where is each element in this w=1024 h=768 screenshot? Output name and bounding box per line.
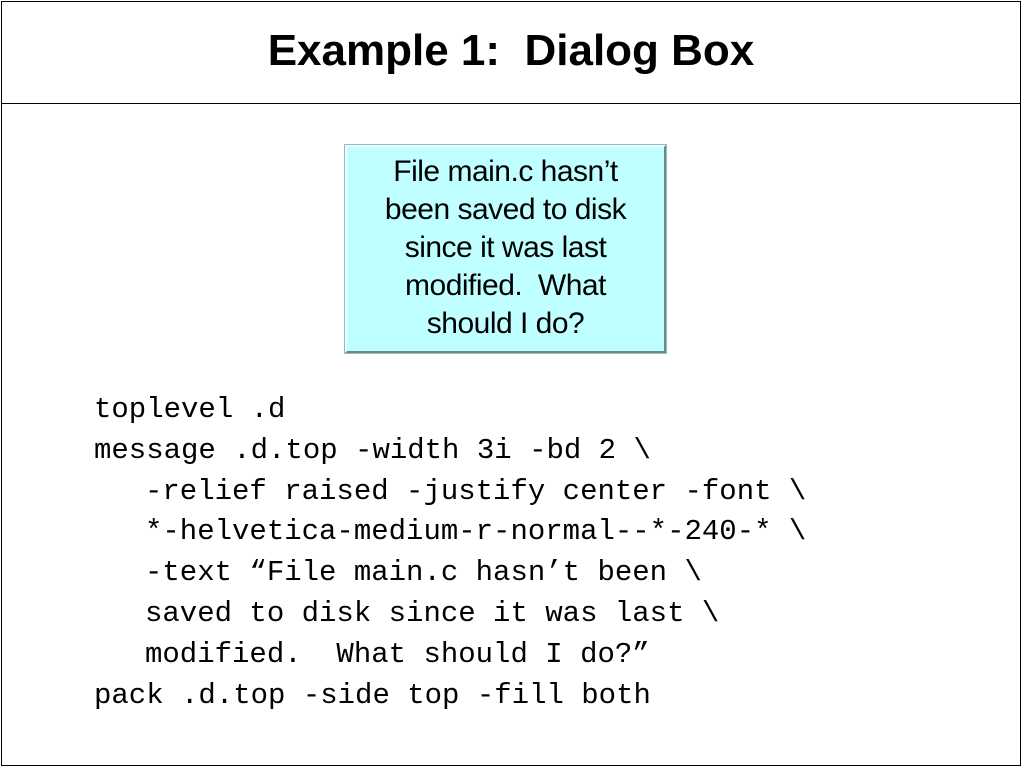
code-line: pack .d.top -side top -fill both [94, 678, 651, 712]
code-line: message .d.top -width 3i -bd 2 \ [94, 433, 651, 467]
slide-title: Example 1: Dialog Box [267, 25, 755, 75]
code-listing: toplevel .d message .d.top -width 3i -bd… [94, 390, 806, 716]
dialog-message-line: modified. What [405, 269, 606, 302]
dialog-message-line: should I do? [426, 307, 585, 340]
code-line: -relief raised -justify center -font \ [145, 474, 807, 508]
dialog-message-line: since it was last [404, 231, 607, 264]
dialog-message-text: File main.c hasn’t been saved to disk si… [356, 153, 656, 343]
code-line: saved to disk since it was last \ [145, 596, 720, 630]
dialog-message-line: been saved to disk [384, 193, 627, 226]
dialog-message-box: File main.c hasn’t been saved to disk si… [344, 144, 667, 354]
title-bar: Example 1: Dialog Box [2, 2, 1020, 104]
code-line: *-helvetica-medium-r-normal--*-240-* \ [145, 515, 807, 549]
code-line: modified. What should I do?” [145, 637, 650, 671]
dialog-message-line: File main.c hasn’t [393, 155, 618, 188]
code-line: toplevel .d [94, 393, 286, 426]
code-line: -text “File main.c hasn’t been \ [145, 556, 702, 590]
